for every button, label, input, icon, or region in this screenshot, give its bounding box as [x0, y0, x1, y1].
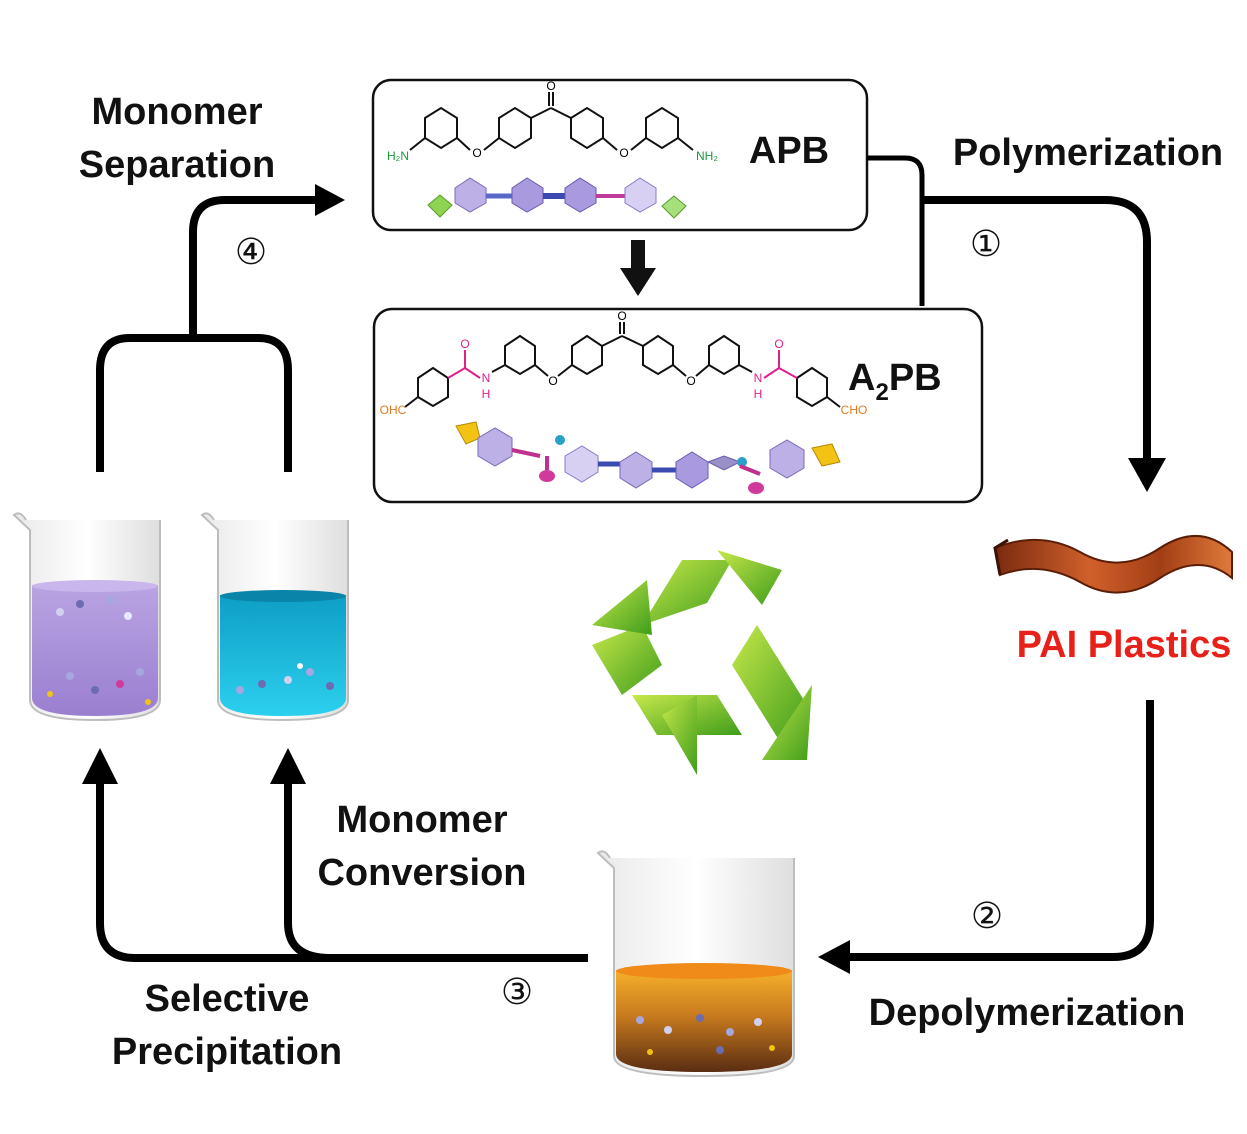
monomer-conversion-arrow [284, 782, 331, 962]
label-monomer-separation-line2: Separation [79, 144, 275, 186]
apb-ketone-label: O [546, 79, 555, 93]
a2pb-molecule-panel: O O O O O N H N H OHC CHO [372, 307, 984, 504]
a2pb-amide-h-right: H [754, 387, 763, 401]
label-polymerization: Polymerization [953, 132, 1223, 174]
a2pb-amide-h-left: H [482, 387, 491, 401]
polymerization-arrow [922, 196, 1151, 462]
blue-beaker [200, 512, 349, 722]
label-monomer-separation-line1: Monomer [92, 91, 263, 133]
monomer-conversion-arrowhead [270, 748, 306, 784]
orange-beaker-particles [636, 1014, 775, 1055]
orange-beaker [596, 850, 795, 1078]
step-4-marker: ④ [235, 232, 267, 273]
purple-beaker [12, 512, 161, 722]
a2pb-amide-n-right: N [754, 371, 763, 385]
polymerization-arrowhead [1128, 458, 1166, 492]
label-selective-precipitation-line1: Selective [145, 978, 310, 1020]
a2pb-aldehyde-right-label: CHO [841, 403, 868, 417]
a2pb-title-rest: PB [889, 357, 942, 399]
a2pb-title-subscript: 2 [875, 379, 888, 406]
apb-3d-model [427, 177, 687, 219]
a2pb-aldehyde-left-label: OHC [380, 403, 407, 417]
purple-beaker-particles [47, 596, 151, 705]
a2pb-amide-o-left: O [460, 337, 469, 351]
a2pb-ketone-label: O [617, 309, 626, 323]
polymerization-arrow-link [867, 155, 925, 306]
depolymerization-arrowhead [818, 940, 850, 974]
pai-plastic-film [993, 535, 1233, 594]
step-3-marker: ③ [501, 972, 533, 1013]
recycle-icon [592, 550, 812, 775]
a2pb-amide-n-left: N [482, 371, 491, 385]
step-2-marker: ② [971, 896, 1003, 937]
selective-precipitation-arrowhead [82, 748, 118, 784]
label-monomer-conversion-line1: Monomer [337, 799, 508, 841]
apb-molecule-panel: O O O H₂N NH₂ APB [371, 78, 869, 232]
label-selective-precipitation-line2: Precipitation [112, 1031, 342, 1073]
monomer-separation-arrowhead [315, 184, 345, 216]
apb-to-a2pb-arrow [620, 240, 656, 296]
apb-amine-left-label: H₂N [387, 149, 409, 163]
monomer-separation-arrow [96, 334, 292, 472]
apb-ether-label-2: O [619, 146, 628, 160]
apb-structure: O O O H₂N NH₂ [387, 79, 718, 163]
a2pb-title: A2PB [848, 357, 942, 406]
depolymerization-arrow [846, 700, 1154, 961]
apb-title: APB [749, 130, 829, 172]
label-pai-plastics: PAI Plastics [1017, 624, 1232, 666]
a2pb-structure: O O O O O N H N H OHC CHO [380, 309, 868, 417]
label-depolymerization: Depolymerization [869, 992, 1186, 1034]
apb-amine-right-label: NH₂ [696, 149, 718, 163]
label-monomer-conversion-line2: Conversion [317, 852, 526, 894]
a2pb-ether-label-2: O [686, 374, 695, 388]
step-1-marker: ① [970, 224, 1002, 265]
a2pb-3d-model [455, 421, 841, 494]
blue-beaker-particles [236, 663, 334, 694]
monomer-separation-arrow-stem [189, 196, 318, 338]
a2pb-amide-o-right: O [774, 337, 783, 351]
a2pb-title-a: A [848, 357, 875, 399]
a2pb-ether-label-1: O [548, 374, 557, 388]
selective-precipitation-arrow [96, 782, 588, 962]
apb-ether-label-1: O [472, 146, 481, 160]
